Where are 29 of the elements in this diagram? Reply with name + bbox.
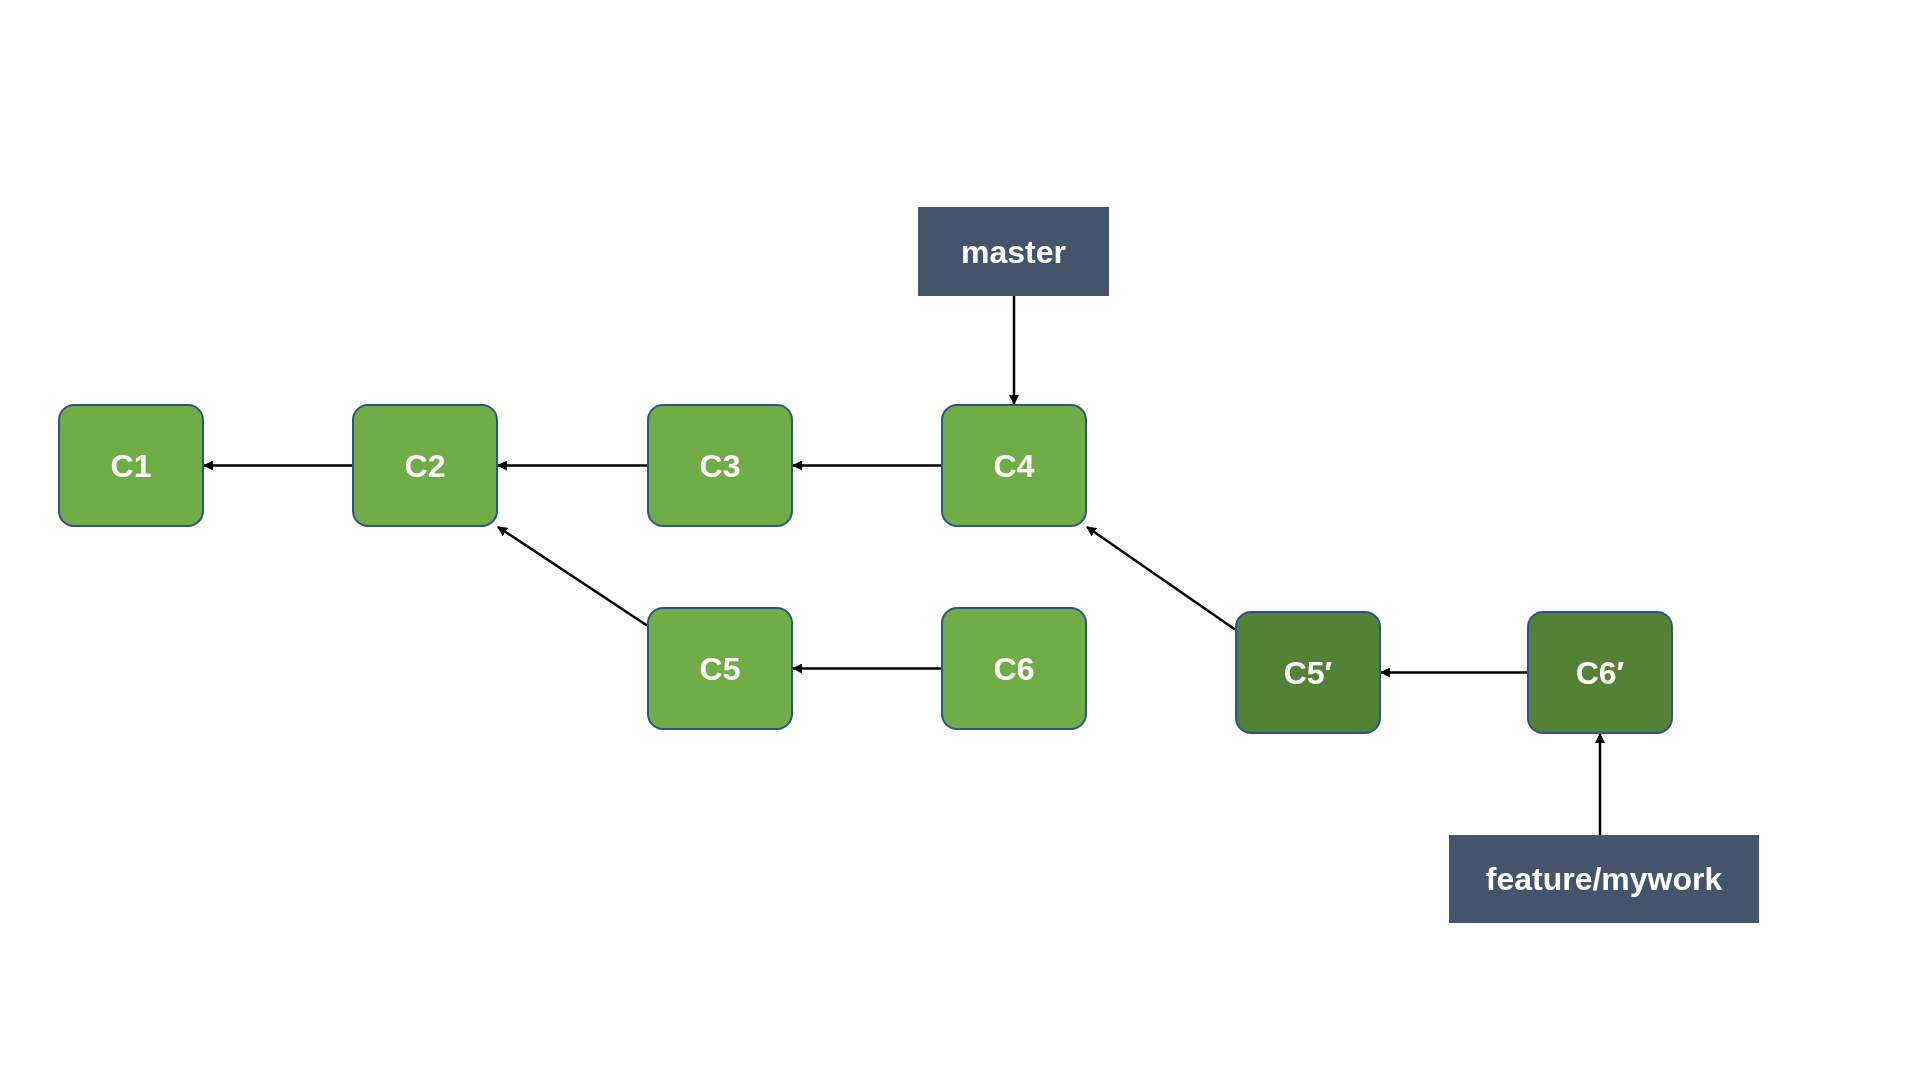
label-text: C5	[699, 649, 741, 689]
arrow	[497, 460, 647, 471]
label-text: C4	[993, 446, 1035, 486]
arrow	[497, 525, 648, 627]
commit-box	[352, 404, 498, 527]
label-text: C1	[110, 446, 152, 486]
label-text: C6′	[1575, 653, 1625, 693]
arrow	[1086, 525, 1236, 631]
commit-box	[647, 404, 793, 527]
label-text: C6	[993, 649, 1035, 689]
label-text: master	[961, 232, 1066, 272]
commit-box	[941, 404, 1087, 527]
branch-label	[1449, 835, 1759, 923]
commit-box	[1235, 611, 1381, 734]
arrow	[792, 663, 941, 674]
arrow	[203, 460, 352, 471]
label-text: C2	[404, 446, 446, 486]
label-text: C5′	[1283, 653, 1333, 693]
branch-label	[918, 207, 1109, 296]
commit-box	[1527, 611, 1673, 734]
label-text: feature/mywork	[1485, 860, 1723, 899]
commit-box	[941, 607, 1087, 730]
arrow	[1380, 667, 1527, 678]
commit-box	[58, 404, 204, 527]
arrow	[1595, 733, 1605, 835]
label-text: C3	[699, 446, 741, 486]
commit-box	[647, 607, 793, 730]
arrow	[792, 460, 941, 471]
arrow	[1009, 296, 1019, 405]
